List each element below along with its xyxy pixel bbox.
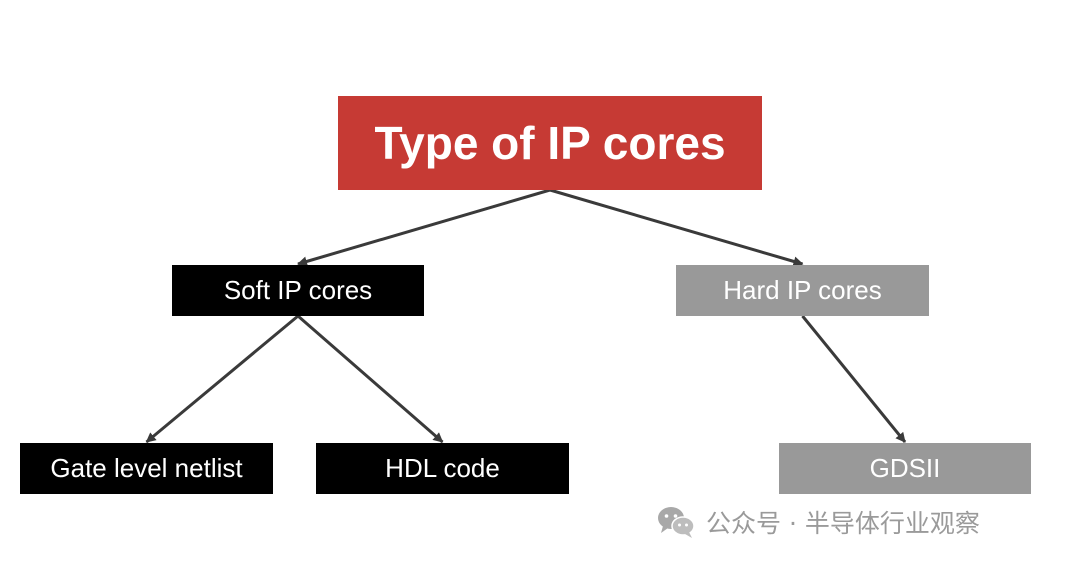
watermark-text: 公众号 · 半导体行业观察 — [706, 509, 980, 538]
node-label: Gate level netlist — [50, 453, 243, 483]
node-label: HDL code — [385, 453, 500, 483]
node-label: Type of IP cores — [374, 117, 726, 169]
arrow-soft-to-hdl — [297, 314, 444, 444]
node-hard-ip-cores: Hard IP cores — [676, 265, 929, 316]
arrow-root-to-soft — [297, 188, 551, 267]
arrow-hard-to-gds — [801, 315, 907, 443]
node-label: Hard IP cores — [723, 275, 882, 305]
watermark: 公众号 · 半导体行业观察 — [656, 502, 980, 542]
node-label: GDSII — [869, 453, 941, 483]
arrow-soft-to-gate — [145, 314, 299, 444]
wechat-icon — [658, 507, 695, 538]
node-gate-level-netlist: Gate level netlist — [20, 443, 273, 494]
arrow-root-to-hard — [549, 188, 804, 267]
node-type-of-ip-cores: Type of IP cores — [338, 96, 762, 190]
node-hdl-code: HDL code — [316, 443, 569, 494]
node-label: Soft IP cores — [223, 275, 373, 305]
node-soft-ip-cores: Soft IP cores — [172, 265, 424, 316]
node-gdsii: GDSII — [779, 443, 1031, 494]
